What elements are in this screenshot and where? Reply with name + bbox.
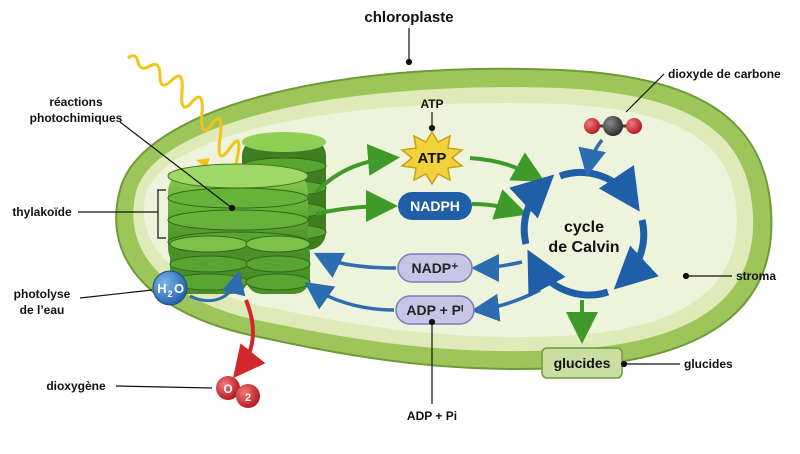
label-stroma: stroma bbox=[736, 269, 776, 283]
glucides-pill-label: glucides bbox=[554, 355, 611, 371]
arrow-nadp-to-grana bbox=[313, 252, 397, 278]
nadph-pill: NADPH bbox=[398, 192, 472, 220]
label-dioxyde-carbone: dioxyde de carbone bbox=[668, 67, 781, 81]
h2o-sub: 2 bbox=[167, 289, 172, 299]
o2-a: O bbox=[223, 382, 232, 396]
arrow-adp-to-grana bbox=[304, 281, 395, 312]
glucides-pill: glucides bbox=[541, 347, 623, 379]
label-dioxygene: dioxygène bbox=[46, 379, 106, 393]
label-reactions: réactions bbox=[49, 95, 103, 109]
co2-molecule bbox=[584, 116, 642, 136]
nadp-pill: NADP⁺ bbox=[397, 253, 473, 283]
h2o-o: O bbox=[174, 281, 184, 296]
label-photochimiques: photochimiques bbox=[30, 111, 123, 125]
label-adp-bottom: ADP + Pi bbox=[407, 409, 457, 423]
label-glucides: glucides bbox=[684, 357, 733, 371]
adp-pill-label: ADP + Pᴵ bbox=[406, 302, 463, 318]
atp-star: ATP bbox=[400, 130, 464, 186]
label-photolyse: photolyse bbox=[14, 287, 71, 301]
arrow-to-atp bbox=[314, 143, 400, 194]
arrow-to-nadph bbox=[315, 190, 398, 223]
nadph-pill-label: NADPH bbox=[410, 198, 460, 214]
label-chloroplaste: chloroplaste bbox=[364, 9, 453, 26]
grana-stack-lower bbox=[169, 235, 311, 294]
calvin-label-line2: de Calvin bbox=[548, 239, 619, 256]
arrow-to-dioxygen bbox=[233, 299, 266, 379]
light-wave-icon bbox=[127, 54, 246, 187]
arrow-water-to-grana bbox=[189, 270, 246, 303]
calvin-label-line1: cycle bbox=[564, 219, 604, 236]
nadp-pill-label: NADP⁺ bbox=[411, 260, 458, 276]
o2-b: 2 bbox=[245, 392, 251, 404]
label-thylakoide: thylakoïde bbox=[12, 205, 72, 219]
o2-molecule: O 2 bbox=[216, 376, 260, 408]
atp-pill-label: ATP bbox=[418, 150, 447, 167]
adp-pill: ADP + Pᴵ bbox=[395, 295, 475, 325]
arrow-calvin-to-nadp bbox=[471, 253, 523, 282]
leader-lines bbox=[78, 28, 732, 404]
h2o-molecule: H 2 O bbox=[152, 270, 188, 306]
label-de-leau: de l’eau bbox=[20, 303, 65, 317]
h2o-h: H bbox=[157, 281, 166, 296]
arrow-co2-to-calvin bbox=[578, 138, 606, 177]
label-atp-top: ATP bbox=[420, 97, 443, 111]
